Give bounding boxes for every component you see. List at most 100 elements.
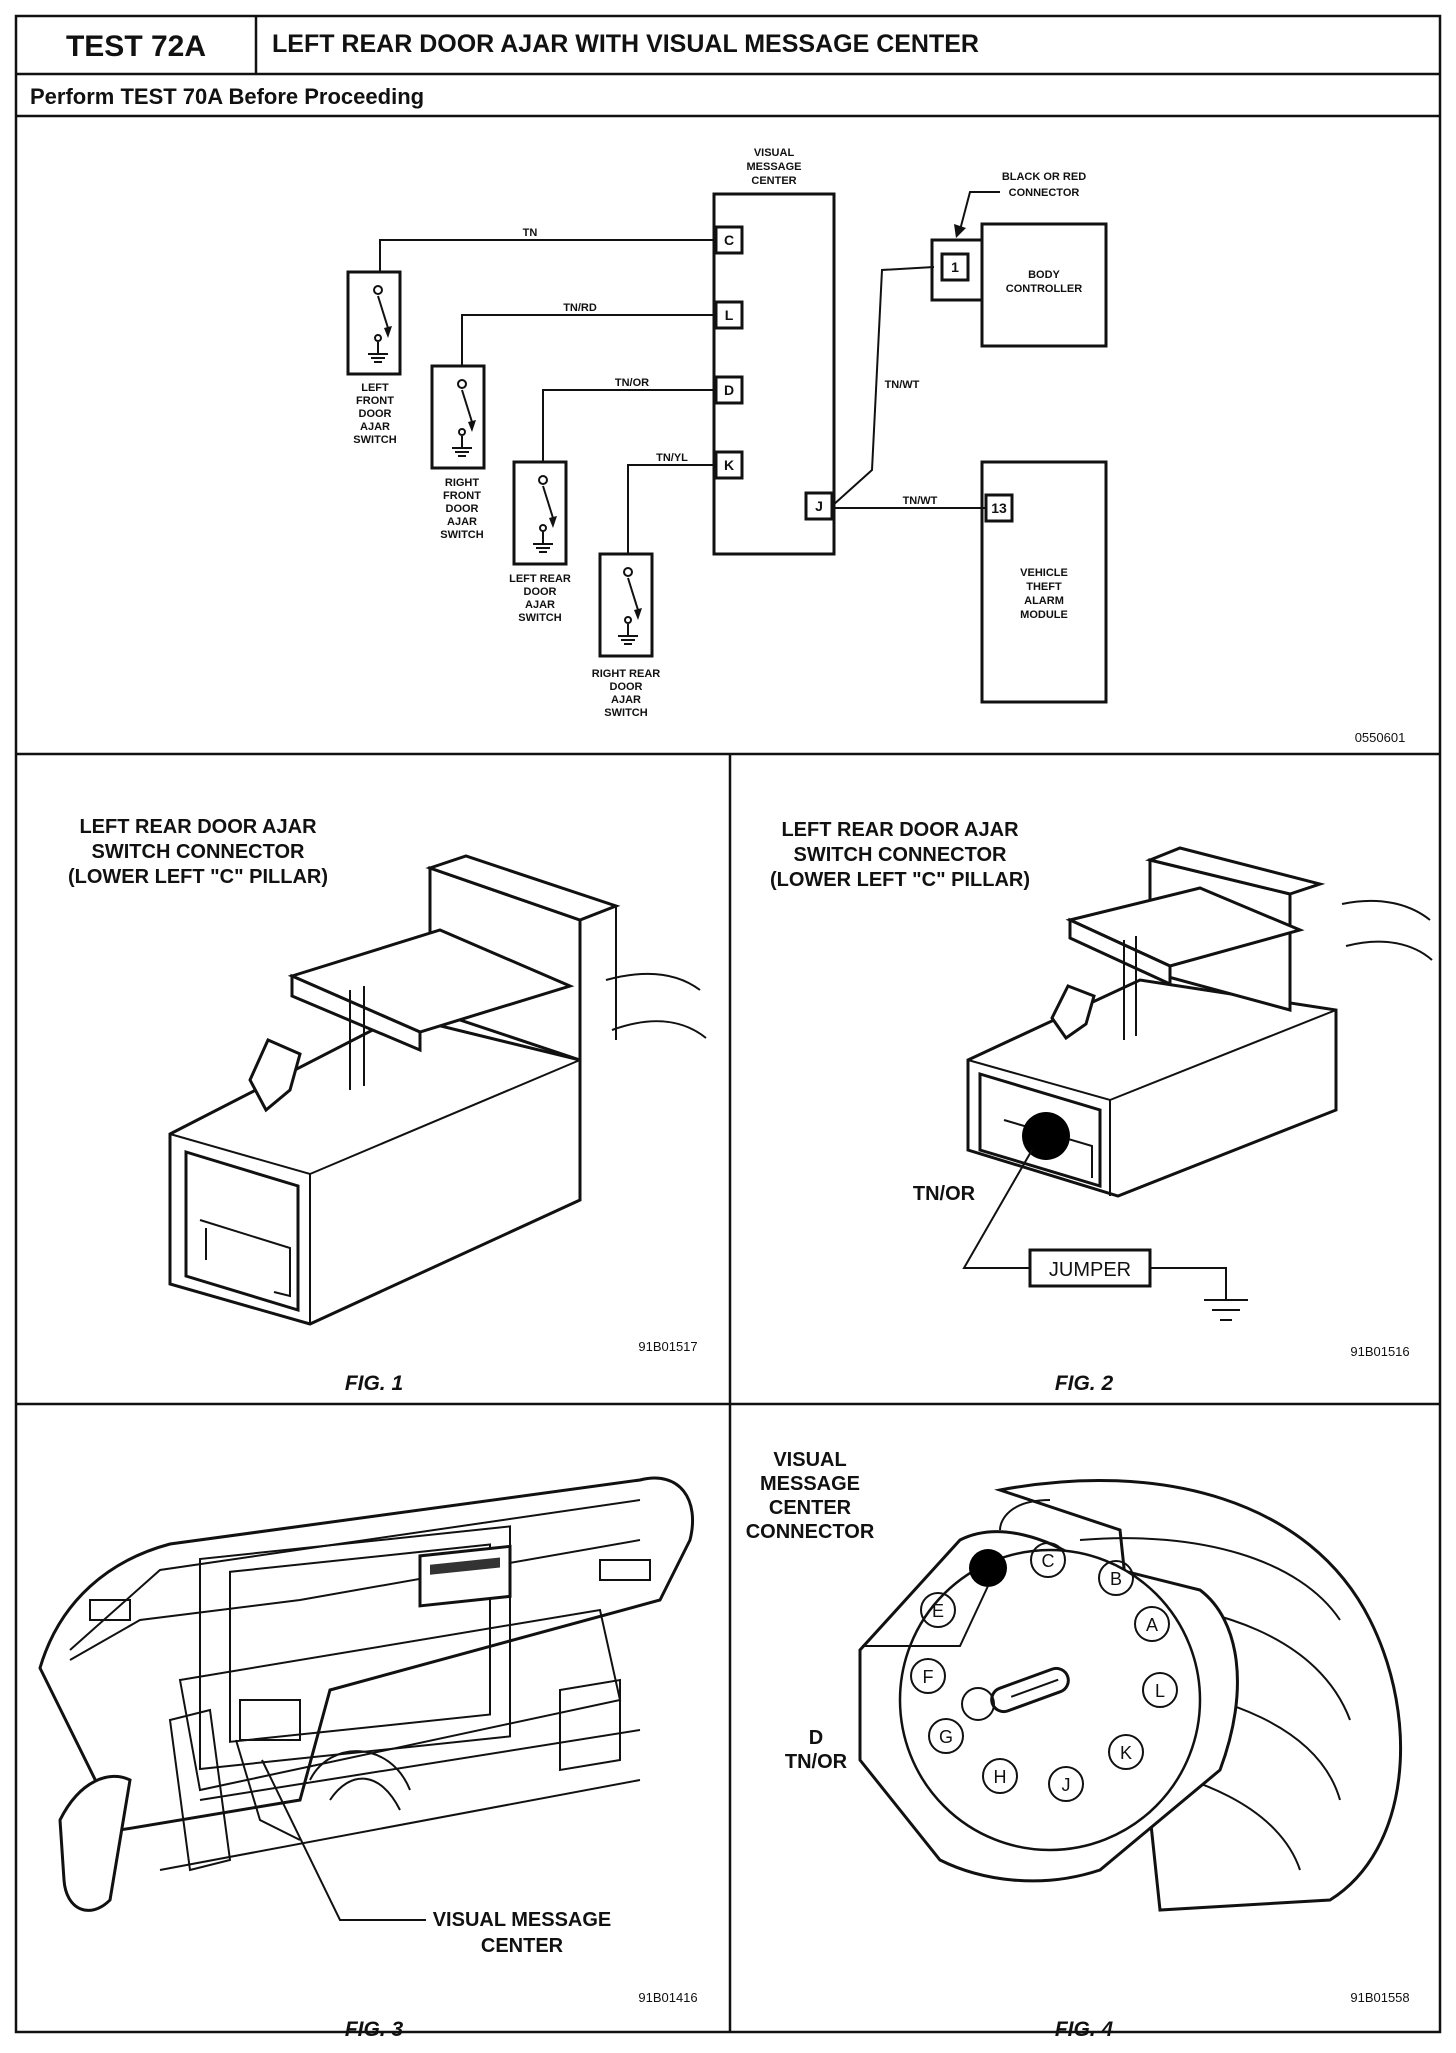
- fig3-label-2: CENTER: [481, 1935, 564, 1957]
- fig2-label-1: LEFT REAR DOOR AJAR: [781, 819, 1019, 841]
- fig1-connector-drawing: [168, 854, 707, 1326]
- switch-lr-label-4: SWITCH: [518, 612, 561, 624]
- fig3-code: 91B01416: [638, 1990, 697, 2005]
- vmc-pin-d-label: D: [724, 382, 734, 398]
- fig3-label-1: VISUAL MESSAGE: [433, 1909, 612, 1931]
- wire-tn-rd-label: TN/RD: [563, 302, 597, 314]
- switch-right-front: [430, 364, 486, 470]
- wire-tn-yl-label: TN/YL: [656, 452, 688, 464]
- fig2-code: 91B01516: [1350, 1344, 1409, 1359]
- fig2-caption: FIG. 2: [1055, 1372, 1114, 1395]
- fig4-callout-pin: D: [809, 1727, 823, 1749]
- switch-lr-label-1: LEFT REAR: [509, 573, 571, 585]
- body-pin-1: [940, 252, 970, 282]
- switch-left-front: [346, 270, 402, 376]
- vmc-pin-c-label: C: [724, 232, 734, 248]
- wire-tn: [379, 239, 716, 272]
- switch-rf-label-3: DOOR: [446, 503, 479, 515]
- fig4-pin-d: [969, 1549, 1007, 1587]
- switch-lf-label-1: LEFT: [361, 382, 389, 394]
- fig4-panel: VISUAL MESSAGE CENTER CONNECTOR C B A L: [746, 1449, 1410, 2041]
- body-controller-label-1: BODY: [1028, 269, 1060, 281]
- wire-tn-yl: [627, 464, 716, 556]
- fig4-caption: FIG. 4: [1055, 2018, 1114, 2041]
- switch-rr-label-3: AJAR: [611, 694, 641, 706]
- fig3-leader: [261, 1759, 426, 1921]
- fig1-label-2: SWITCH CONNECTOR: [92, 841, 306, 863]
- fig3-dashboard-drawing: [38, 1476, 695, 1912]
- fig2-tn-or-terminal: [1022, 1112, 1070, 1160]
- fig4-pin-h: H: [994, 1767, 1007, 1787]
- fig4-callout-wire: TN/OR: [785, 1751, 848, 1773]
- fig4-pin-a: A: [1146, 1615, 1158, 1635]
- switch-rf-label-4: AJAR: [447, 516, 477, 528]
- switch-lf-label-3: DOOR: [359, 408, 392, 420]
- switch-lf-label-5: SWITCH: [353, 434, 396, 446]
- fig4-label-4: CONNECTOR: [746, 1521, 875, 1543]
- fig4-pin-k: K: [1120, 1743, 1132, 1763]
- fig4-label-2: MESSAGE: [760, 1473, 860, 1495]
- fig2-wire-label: TN/OR: [913, 1183, 976, 1205]
- switch-rf-label-5: SWITCH: [440, 529, 483, 541]
- switch-lr-label-2: DOOR: [524, 586, 557, 598]
- fig4-connector-drawing: C B A L K J H G F E: [858, 1479, 1402, 1912]
- vmc-label-3: CENTER: [751, 175, 796, 187]
- fig4-pin-ring: C B A L K J H G F E: [898, 1542, 1202, 1852]
- body-controller-label-2: CONTROLLER: [1006, 283, 1082, 295]
- fig1-panel: LEFT REAR DOOR AJAR SWITCH CONNECTOR (LO…: [68, 816, 707, 1395]
- fig2-ground-wire: [1150, 1267, 1227, 1300]
- switch-rf-label-1: RIGHT: [445, 477, 480, 489]
- fig2-label-3: (LOWER LEFT "C" PILLAR): [770, 869, 1030, 891]
- vmc-pin-j-label: J: [815, 498, 823, 514]
- theft-module-label-2: THEFT: [1026, 581, 1062, 593]
- fig4-pin-e: E: [932, 1601, 944, 1621]
- switch-rr-label-2: DOOR: [610, 681, 643, 693]
- connector-callout-1: BLACK OR RED: [1002, 171, 1086, 183]
- wire-tn-label: TN: [523, 227, 538, 239]
- fig1-label-1: LEFT REAR DOOR AJAR: [79, 816, 317, 838]
- switch-lf-label-4: AJAR: [360, 421, 390, 433]
- body-pin-1-label: 1: [951, 259, 959, 275]
- switch-lf-label-2: FRONT: [356, 395, 394, 407]
- connector-callout-2: CONNECTOR: [1009, 187, 1080, 199]
- switch-lr-label-3: AJAR: [525, 599, 555, 611]
- page-subtitle: Perform TEST 70A Before Proceeding: [30, 84, 424, 109]
- fig1-label-3: (LOWER LEFT "C" PILLAR): [68, 866, 328, 888]
- fig4-pin-g: G: [939, 1727, 953, 1747]
- fig3-caption: FIG. 3: [345, 2018, 404, 2041]
- switch-left-rear: [512, 460, 568, 566]
- wire-tn-or: [542, 389, 716, 466]
- wire-tn-wt-body-label: TN/WT: [885, 379, 920, 391]
- fig2-label-2: SWITCH CONNECTOR: [794, 844, 1008, 866]
- fig4-key-slot: [990, 1666, 1070, 1714]
- fig4-label-1: VISUAL: [773, 1449, 846, 1471]
- fig3-panel: VISUAL MESSAGE CENTER 91B01416 FIG. 3: [38, 1476, 698, 2041]
- wire-tn-wt-body: [831, 266, 935, 507]
- vmc-pin-l-label: L: [725, 307, 734, 323]
- switch-rr-label-1: RIGHT REAR: [592, 668, 661, 680]
- switch-right-rear: [598, 552, 654, 658]
- wire-tn-or-label: TN/OR: [615, 377, 649, 389]
- wire-tn-rd: [461, 314, 716, 366]
- fig2-jumper-label: JUMPER: [1049, 1259, 1131, 1281]
- page-border: [14, 14, 1442, 2034]
- vmc-pin-k-label: K: [724, 457, 734, 473]
- fig1-caption: FIG. 1: [345, 1372, 403, 1395]
- fig4-code: 91B01558: [1350, 1990, 1409, 2005]
- theft-module-label-1: VEHICLE: [1020, 567, 1068, 579]
- fig4-pin-b: B: [1110, 1569, 1122, 1589]
- fig4-pin-j: J: [1062, 1775, 1071, 1795]
- switch-rf-label-2: FRONT: [443, 490, 481, 502]
- page-title: LEFT REAR DOOR AJAR WITH VISUAL MESSAGE …: [272, 30, 979, 58]
- vmc-label-1: VISUAL: [754, 147, 795, 159]
- fig2-connector-drawing: JUMPER: [962, 846, 1433, 1321]
- fig4-pin-c: C: [1042, 1551, 1055, 1571]
- fig2-leader: [962, 1149, 1033, 1269]
- switch-rr-label-4: SWITCH: [604, 707, 647, 719]
- fig2-panel: LEFT REAR DOOR AJAR SWITCH CONNECTOR (LO…: [770, 819, 1433, 1395]
- connector-leader: [959, 191, 1000, 231]
- test-id: TEST 72A: [66, 30, 206, 63]
- theft-module-label-4: MODULE: [1020, 609, 1068, 621]
